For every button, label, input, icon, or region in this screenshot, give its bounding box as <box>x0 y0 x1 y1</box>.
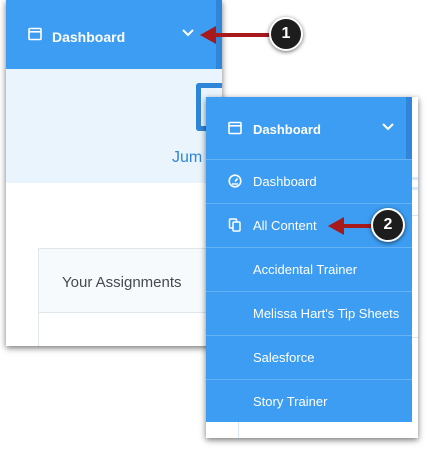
chevron-down-icon[interactable] <box>181 28 195 38</box>
callout-arrow-2 <box>328 217 374 235</box>
assignments-card: Your Assignments <box>38 248 222 346</box>
dashboard-dropdown-menu: Dashboard Dashboard All Content Accident… <box>206 97 412 422</box>
dropdown-item-label: Dashboard <box>253 174 317 189</box>
assignments-title: Your Assignments <box>62 274 182 291</box>
dropdown-item-salesforce[interactable]: Salesforce <box>206 335 412 378</box>
dropdown-item-all-content[interactable]: All Content <box>206 203 412 246</box>
calendar-icon <box>28 27 42 41</box>
speedometer-icon <box>228 174 242 188</box>
dropdown-header-label: Dashboard <box>253 122 321 137</box>
dropdown-header[interactable]: Dashboard <box>206 97 412 159</box>
dashboard-menu-toggle[interactable]: Dashboard <box>6 0 222 69</box>
copy-pages-icon <box>228 218 241 232</box>
callout-badge-1: 1 <box>269 17 303 51</box>
chevron-down-icon[interactable] <box>381 122 395 132</box>
dropdown-item-dashboard[interactable]: Dashboard <box>206 159 412 202</box>
calendar-icon <box>228 121 242 135</box>
callout-arrow-1 <box>200 26 272 44</box>
dropdown-item-label: Accidental Trainer <box>253 262 358 277</box>
dashboard-menu-label: Dashboard <box>52 29 126 45</box>
assignments-card-header <box>39 249 222 313</box>
jump-link-text[interactable]: Jum <box>172 149 203 166</box>
dashboard-screenshot: Dashboard Jum Your Assignments <box>6 0 222 346</box>
dropdown-item-label: Melissa Hart's Tip Sheets <box>253 306 400 321</box>
jump-panel: Jum <box>6 69 222 183</box>
dropdown-screenshot: Dashboard Dashboard All Content Accident… <box>206 97 418 438</box>
dropdown-item-label: Salesforce <box>253 350 315 365</box>
dropdown-item-tip-sheets[interactable]: Melissa Hart's Tip Sheets <box>206 291 412 334</box>
dropdown-item-label: All Content <box>253 218 317 233</box>
dropdown-item-label: Story Trainer <box>253 394 328 409</box>
header-edge-strip <box>406 97 412 159</box>
dropdown-item-story-trainer[interactable]: Story Trainer <box>206 379 412 422</box>
callout-badge-2: 2 <box>371 208 405 242</box>
dropdown-item-accidental-trainer[interactable]: Accidental Trainer <box>206 247 412 290</box>
